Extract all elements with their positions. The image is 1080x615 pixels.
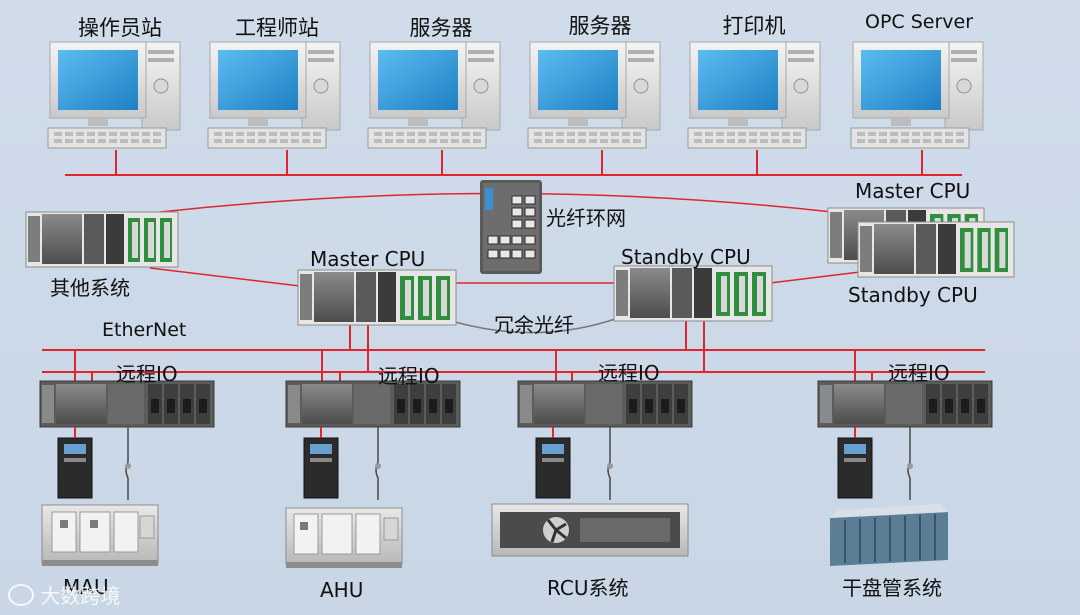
equipment-label-ahu: AHU: [320, 578, 364, 602]
vfd-drive-icon-4: [837, 427, 873, 499]
ethernet-label: EtherNet: [102, 319, 187, 341]
remote-io-rack-1: [39, 380, 215, 428]
other-systems-plc-rack: [25, 211, 179, 268]
remote-io-rack-2: [285, 380, 461, 428]
ethernet-bus: [42, 320, 985, 385]
fiber-ring-label: 光纤环网: [546, 206, 626, 230]
workstation-label-operator: 操作员站: [78, 16, 162, 40]
watermark-text: 大数跨境: [40, 584, 121, 608]
center-standby-plc-rack: [613, 265, 773, 322]
remote-io-label-2: 远程IO: [378, 364, 440, 388]
workstation-label-server-1: 服务器: [409, 16, 473, 40]
engineer-station-pc-icon: [207, 41, 341, 149]
sensor-cable-icon-3: [607, 427, 613, 500]
sensor-cable-icon-1: [125, 427, 131, 500]
right-standby-cpu-label: Standby CPU: [848, 283, 978, 307]
equipment-label-mau: MAU: [63, 575, 109, 599]
operator-station-pc-icon: [47, 41, 181, 149]
ahu-unit: [285, 507, 403, 568]
server-1-pc-icon: [367, 41, 501, 149]
vfd-drive-icon-2: [303, 427, 339, 499]
vfd-drive-icon-1: [57, 427, 93, 499]
vfd-drive-icon-3: [535, 427, 571, 499]
workstation-label-opc-server: OPC Server: [864, 11, 974, 33]
watermark-logo-icon: [8, 583, 34, 606]
remote-io-label-4: 远程IO: [888, 361, 950, 385]
remote-io-label-1: 远程IO: [116, 362, 178, 386]
redundant-fiber-line: [454, 317, 619, 334]
workstation-label-engineer: 工程师站: [235, 16, 319, 40]
right-master-cpu-label: Master CPU: [855, 179, 971, 203]
equipment-label-rcu: RCU系统: [547, 576, 629, 600]
other-systems-label: 其他系统: [50, 276, 130, 300]
sensor-cable-icon-2: [375, 427, 381, 500]
workstation-label-server-2: 服务器: [568, 14, 632, 38]
mau-unit: [41, 504, 159, 566]
remote-io-label-3: 远程IO: [598, 361, 660, 385]
rcu-unit: [491, 503, 689, 557]
remote-io-rack-3: [517, 380, 693, 428]
center-master-cpu-label: Master CPU: [310, 247, 426, 271]
opc-server-pc-icon: [850, 41, 984, 149]
watermark: 大数跨境: [8, 580, 158, 610]
server-2-pc-icon: [527, 41, 661, 149]
redundant-fiber-label: 冗余光纤: [494, 313, 574, 337]
fan-coil-unit: [830, 504, 948, 566]
workstation-label-printer: 打印机: [722, 14, 786, 38]
fiber-switch: [480, 180, 542, 274]
printer-pc-icon: [687, 41, 821, 149]
remote-io-rack-4: [817, 380, 993, 428]
workstation-bus: [65, 150, 962, 176]
equipment-label-fan-coil: 干盘管系统: [842, 576, 942, 600]
right-standby-plc-rack: [857, 221, 1015, 278]
center-standby-cpu-label: Standby CPU: [621, 245, 751, 269]
center-master-plc-rack: [297, 269, 457, 326]
sensor-cable-icon-4: [907, 427, 913, 500]
